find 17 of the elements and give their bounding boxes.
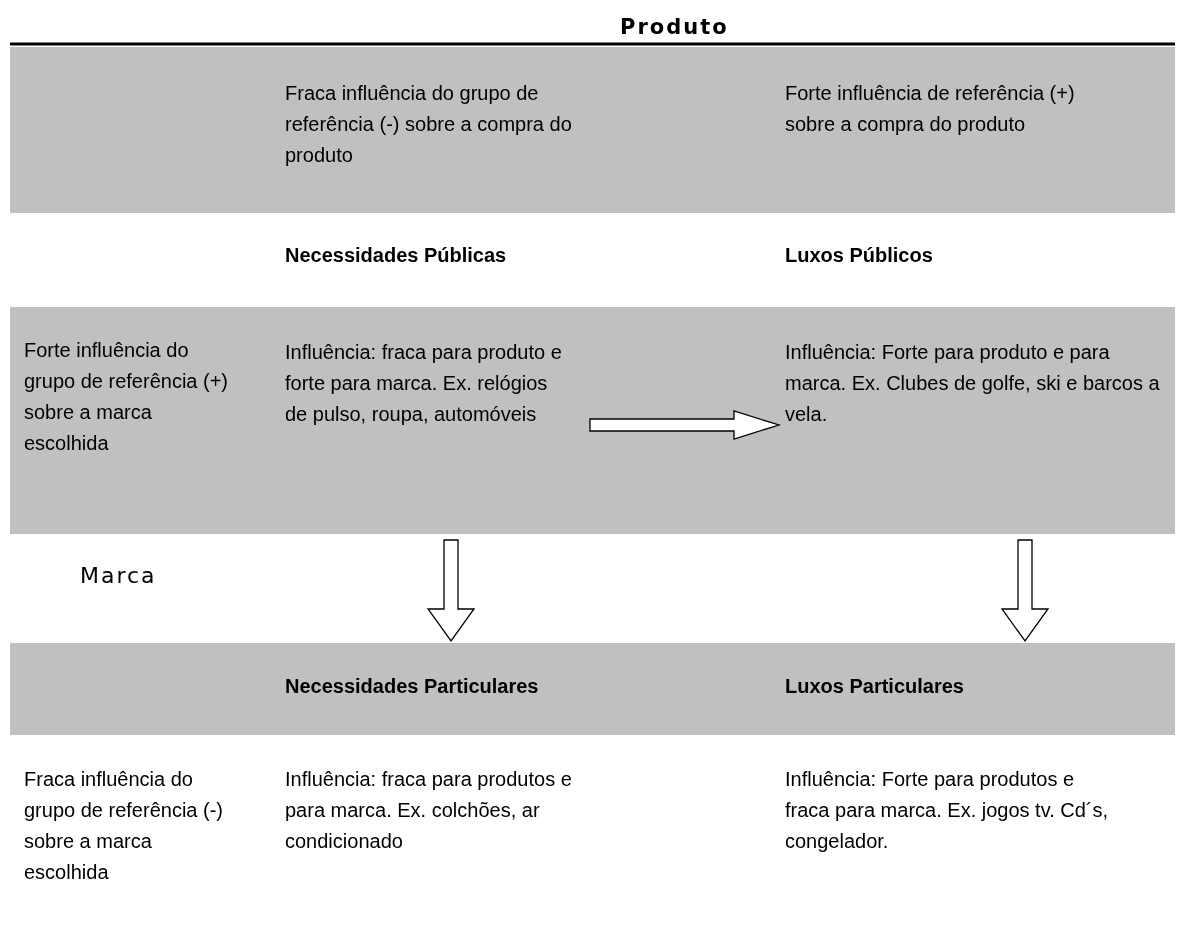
cell-text: Fraca influência do grupo de referência (-) sobre a marca escolhida <box>24 767 224 885</box>
hollow-arrow <box>1000 539 1050 643</box>
cell-text: Forte influência de referência (+) sobre a compra do produto <box>785 81 1076 137</box>
row-heading: Necessidades Particulares <box>285 674 540 699</box>
row-heading: Luxos Particulares <box>785 674 965 699</box>
axis-title: Produto <box>620 14 729 41</box>
hollow-arrow <box>426 539 476 643</box>
cell-text: Influência: fraca para produtos e para marca. Ex. colchões, ar condicionado <box>285 767 573 854</box>
hollow-arrow <box>589 410 782 440</box>
cell-text: Fraca influência do grupo de referência (-) sobre a compra do produto <box>285 81 573 168</box>
cell-text: Forte influência do grupo de referência (+) sobre a marca escolhida <box>24 338 229 456</box>
column-heading: Luxos Públicos <box>785 243 934 268</box>
cell-text: Influência: Forte para produtos e fraca para marca. Ex. jogos tv. Cd´s, congelador. <box>785 767 1110 854</box>
cell-text: Influência: Forte para produto e para marca. Ex. Clubes de golfe, ski e barcos a vela. <box>785 340 1161 427</box>
cell-text: Influência: fraca para produto e forte para marca. Ex. relógios de pulso, roupa, automóveis <box>285 340 563 427</box>
axis-title: Marca <box>80 562 157 590</box>
column-heading: Necessidades Públicas <box>285 243 508 268</box>
